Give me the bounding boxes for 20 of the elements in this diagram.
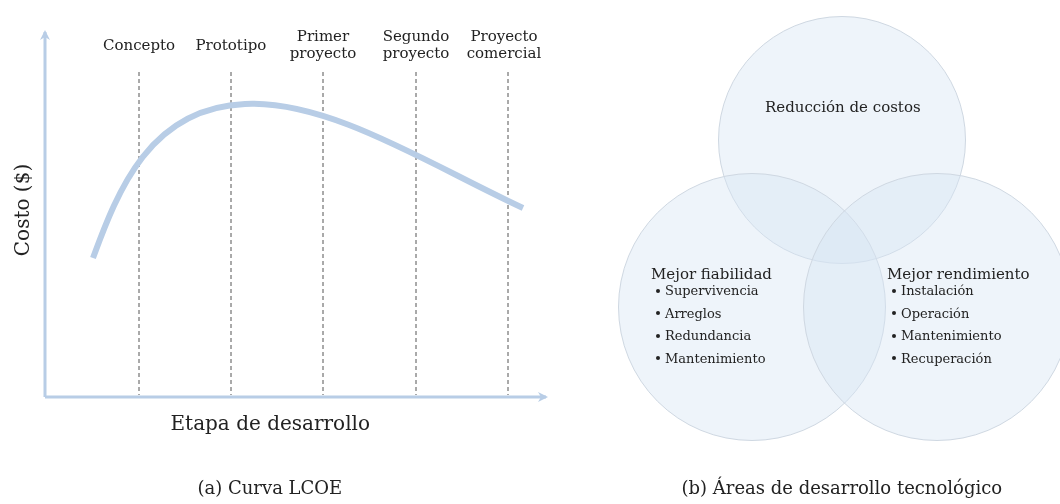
- stage-label: Concepto: [103, 37, 176, 54]
- stage-label: Segundo proyecto: [381, 28, 451, 61]
- bullet-item: Arreglos: [665, 305, 722, 321]
- area-heading: Mejor fiabilidad: [651, 265, 772, 283]
- area-heading: Mejor rendimiento: [887, 265, 1030, 283]
- bullet-item: Redundancia: [665, 328, 752, 343]
- stage-label: Primer proyecto: [288, 28, 358, 61]
- bullet-item: Instalación: [901, 283, 974, 298]
- bullet-item: Mantenimiento: [665, 350, 766, 366]
- panel-caption: (b) Áreas de desarrollo tecnológico: [681, 478, 1003, 498]
- bullet-item: Recuperación: [901, 350, 992, 366]
- panel-caption: (a) Curva LCOE: [197, 478, 343, 498]
- area-heading: Reducción de costos: [765, 98, 921, 116]
- bullet-item: Operación: [901, 305, 970, 321]
- stage-label: Proyecto comercial: [465, 28, 543, 61]
- bullet-item: Mantenimiento: [901, 328, 1002, 343]
- x-axis-title: Etapa de desarrollo: [170, 412, 370, 434]
- y-axis-title: Costo ($): [11, 163, 34, 257]
- bullet-item: Supervivencia: [665, 283, 759, 298]
- stage-label: Prototipo: [195, 37, 267, 54]
